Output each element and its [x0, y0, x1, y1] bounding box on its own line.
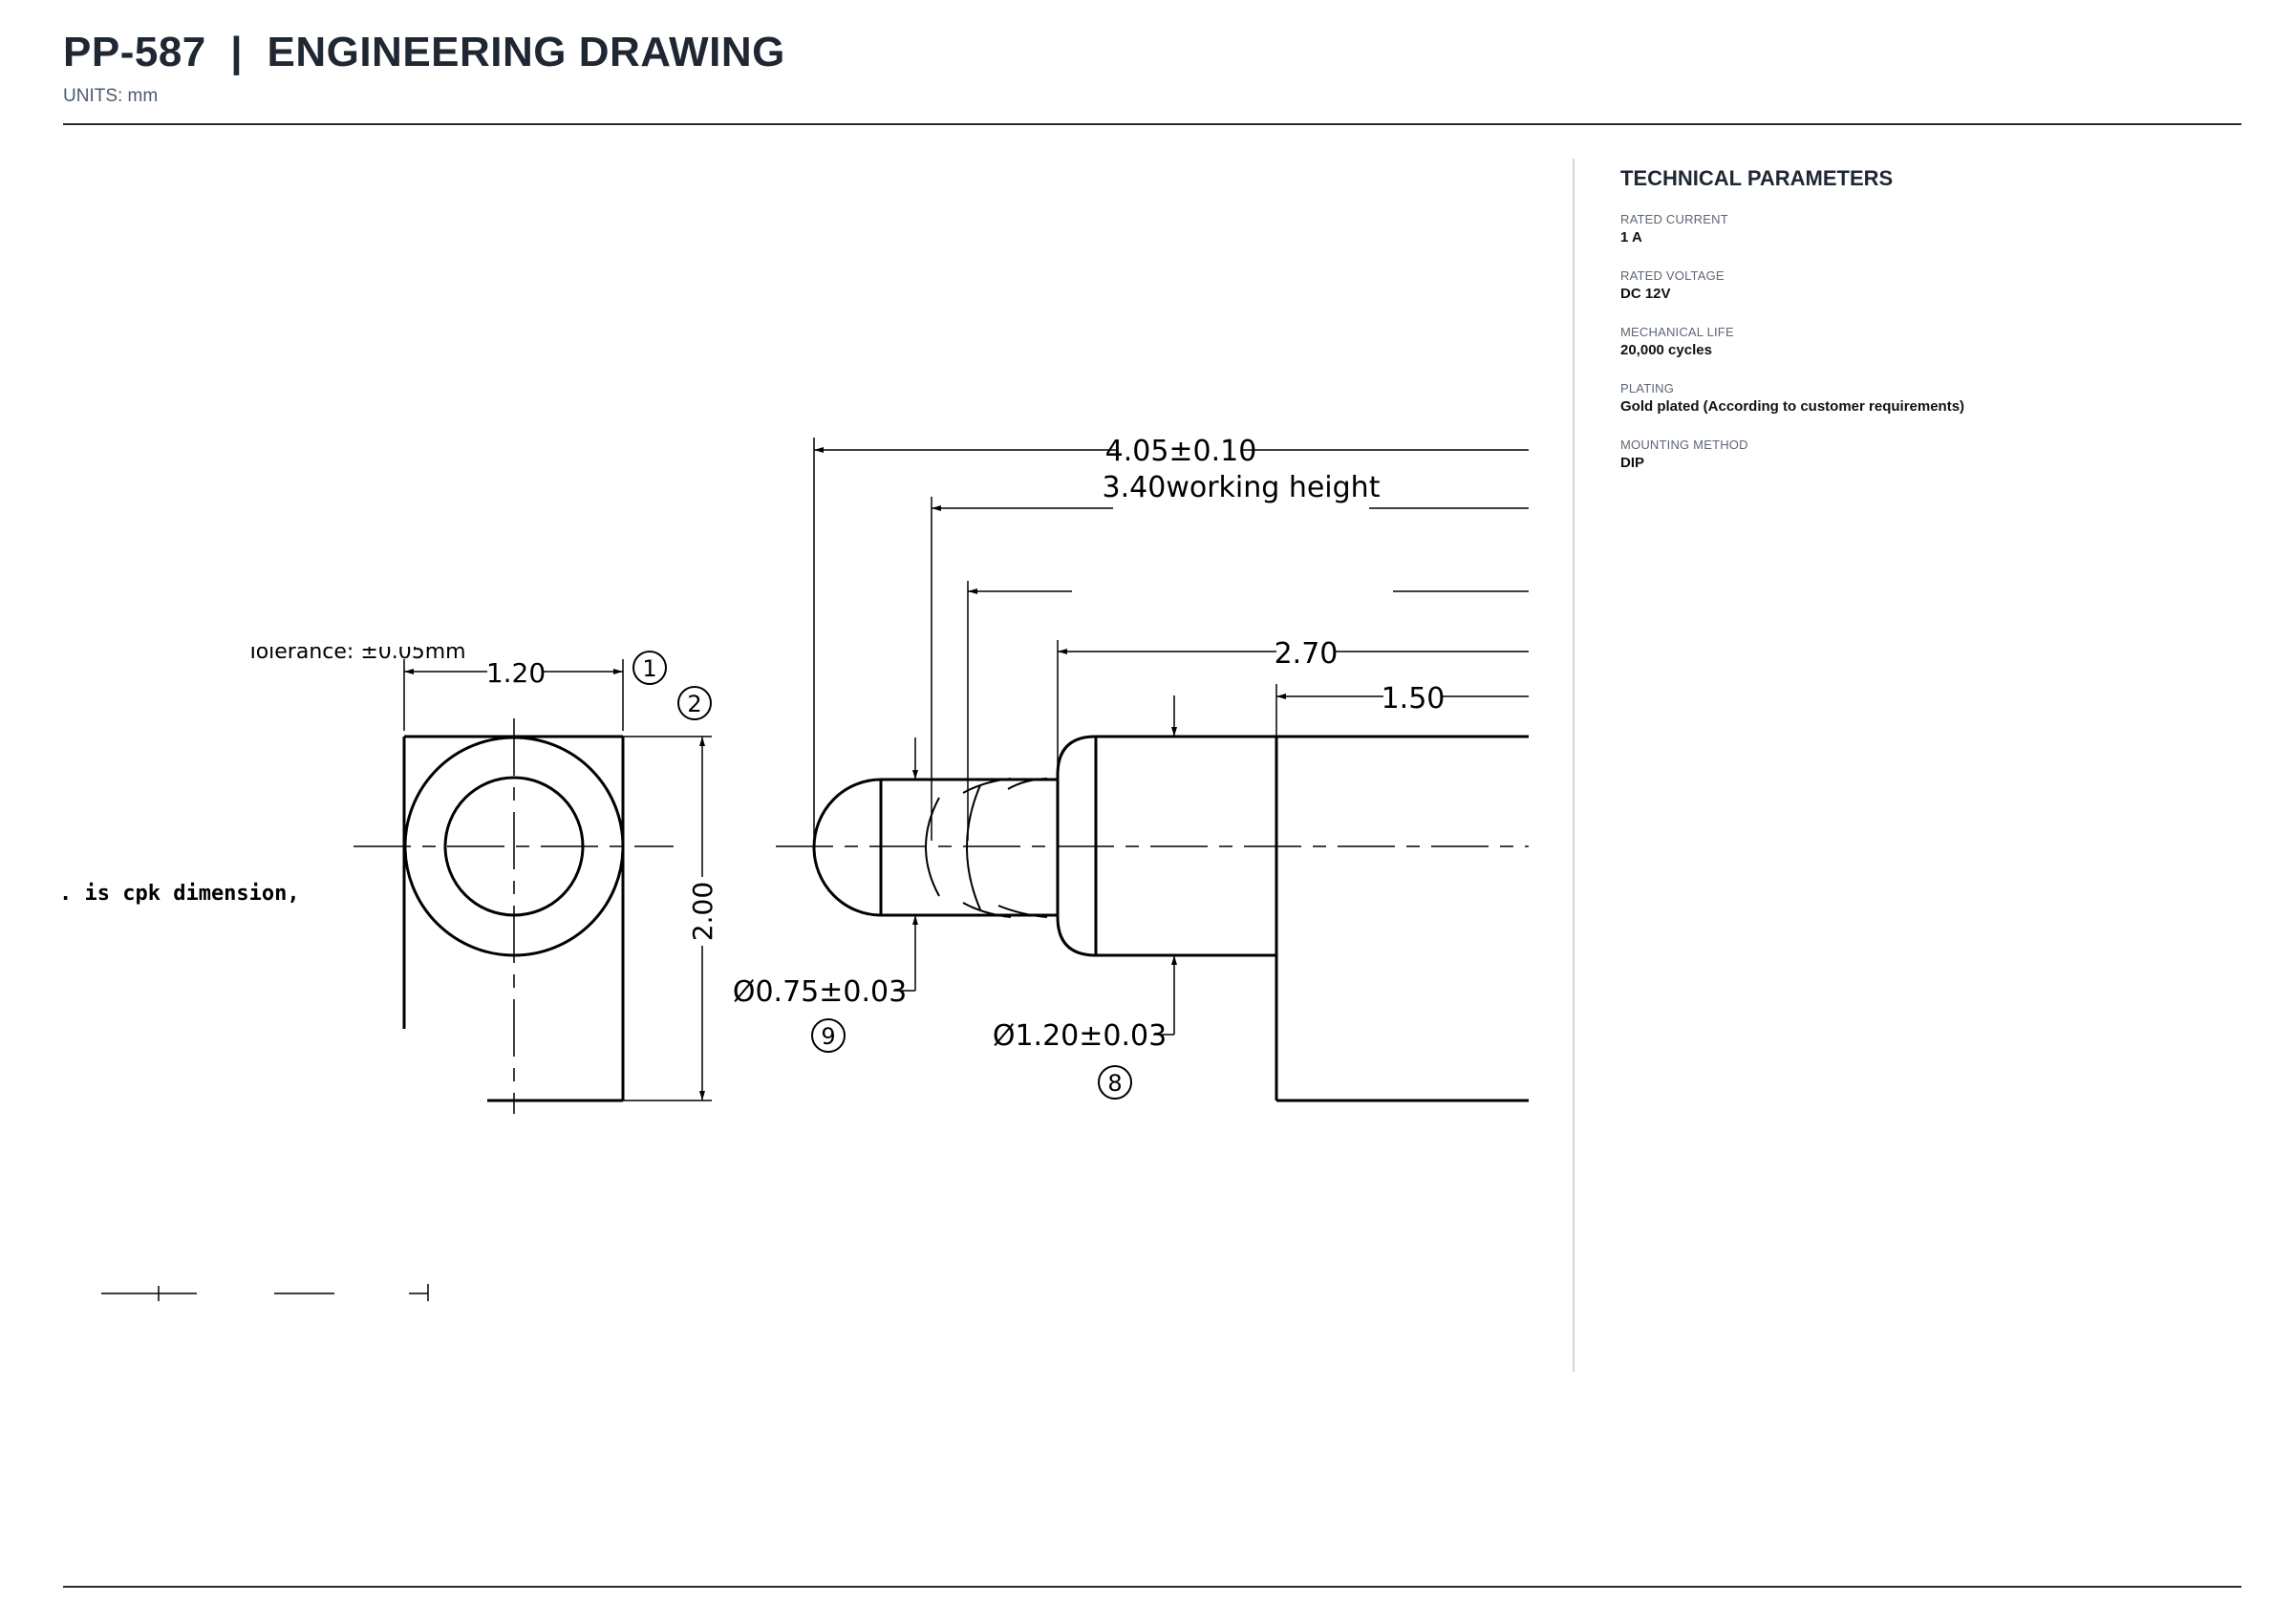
param-label: RATED CURRENT: [1620, 212, 1728, 226]
param-label: MOUNTING METHOD: [1620, 438, 1748, 452]
balloon-8: 8: [1098, 1065, 1132, 1100]
dim-working-height-label: 3.40working height: [1103, 471, 1381, 504]
param-plating: PLATING Gold plated (According to custom…: [1620, 381, 2232, 415]
svg-text:9: 9: [821, 1023, 835, 1050]
dim-tip-diameter-label: Ø0.75±0.03: [733, 975, 907, 1009]
drawing-header: PP-587 | ENGINEERING DRAWING UNITS: mm: [63, 25, 2241, 107]
param-rated-voltage: RATED VOLTAGE DC 12V: [1620, 268, 2232, 302]
dim-body-diameter-label: Ø1.20±0.03: [993, 1019, 1167, 1053]
param-rated-current: RATED CURRENT 1 A: [1620, 212, 2232, 246]
balloon-2: 2: [677, 686, 712, 720]
param-value: 20,000 cycles: [1620, 342, 1712, 358]
balloon-9: 9: [811, 1018, 846, 1053]
header-rule: [63, 123, 2241, 125]
end-view: [354, 659, 712, 1114]
technical-parameters-title: TECHNICAL PARAMETERS: [1620, 166, 1894, 190]
param-mechanical-life: MECHANICAL LIFE 20,000 cycles: [1620, 325, 2232, 358]
dim-overall-label: 4.05±0.10: [1105, 435, 1257, 468]
param-mounting-method: MOUNTING METHOD DIP: [1620, 438, 2232, 471]
units-label: UNITS: mm: [63, 86, 159, 106]
technical-parameters-panel: TECHNICAL PARAMETERS RATED CURRENT 1 A R…: [1620, 166, 2232, 494]
balloon-1: 1: [632, 651, 667, 685]
svg-text:2: 2: [687, 691, 701, 717]
svg-text:8: 8: [1107, 1070, 1122, 1097]
param-label: PLATING: [1620, 381, 1675, 395]
param-value: Gold plated (According to customer requi…: [1620, 398, 1965, 415]
partial-marks: [101, 1284, 429, 1301]
dim-width-end-label: 1.20: [486, 657, 546, 689]
footer-rule: [63, 1586, 2241, 1588]
cpk-note: . is cpk dimension,: [59, 882, 300, 906]
param-label: RATED VOLTAGE: [1620, 268, 1725, 283]
param-value: DIP: [1620, 455, 1645, 471]
param-value: DC 12V: [1620, 286, 1671, 302]
svg-text:1: 1: [642, 655, 656, 682]
panel-divider: [1573, 159, 1575, 1372]
param-value: 1 A: [1620, 229, 1642, 246]
dim-body-label: 2.70: [1275, 637, 1339, 671]
dim-flange-label: 1.50: [1382, 682, 1446, 716]
page-title: PP-587 | ENGINEERING DRAWING: [63, 29, 785, 75]
side-view: [776, 438, 1529, 1102]
engineering-drawing: 1.20 2.00 1 2 Tolerance: ±0.05mm . is cp…: [59, 435, 1529, 1301]
dim-height-end-label: 2.00: [687, 882, 718, 941]
param-label: MECHANICAL LIFE: [1620, 325, 1734, 339]
